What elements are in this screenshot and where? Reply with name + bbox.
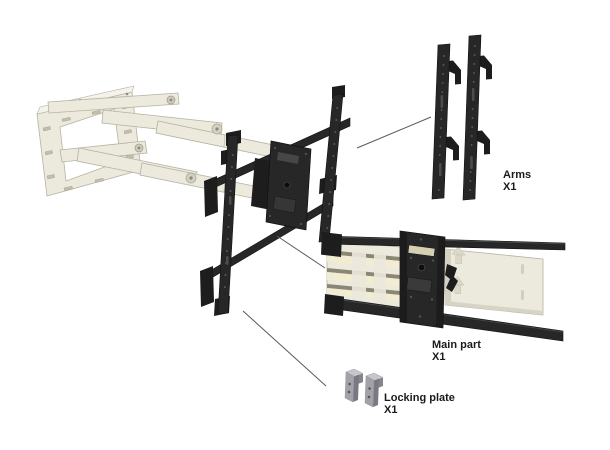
locking-plate-label: Locking plate — [384, 392, 455, 404]
screw-icon — [125, 92, 129, 96]
main-part — [321, 230, 566, 342]
callout-lines — [242, 116, 432, 387]
main-part-quantity: X1 — [432, 351, 445, 363]
arms-quantity: X1 — [503, 181, 516, 193]
arms-label: Arms — [503, 169, 531, 181]
locking-plates — [344, 368, 384, 408]
arm-rail-right — [462, 34, 492, 201]
callout-line-main-part — [276, 235, 326, 269]
main-part-label: Main part — [432, 339, 481, 351]
part-labels: Arms X1 Main part X1 Locking plate X1 — [384, 169, 531, 416]
main-part-wall-plate — [444, 246, 544, 316]
locking-plate-clip — [344, 368, 364, 403]
bracket-head-plate — [265, 140, 312, 231]
main-part-vesa-plate — [399, 230, 446, 329]
folded-arm-stack — [326, 239, 401, 309]
locking-plate-clip — [364, 372, 384, 408]
callout-line-locking-plate — [242, 310, 327, 387]
arms-part — [431, 34, 492, 201]
tv-bracket — [200, 85, 351, 316]
arm-rail-left — [431, 43, 461, 200]
assembled-mount — [36, 85, 351, 316]
callout-line-arms — [356, 116, 432, 149]
locking-plate-quantity: X1 — [384, 404, 397, 416]
tilt-lever — [445, 264, 458, 292]
arrow-up-icon — [451, 246, 466, 256]
